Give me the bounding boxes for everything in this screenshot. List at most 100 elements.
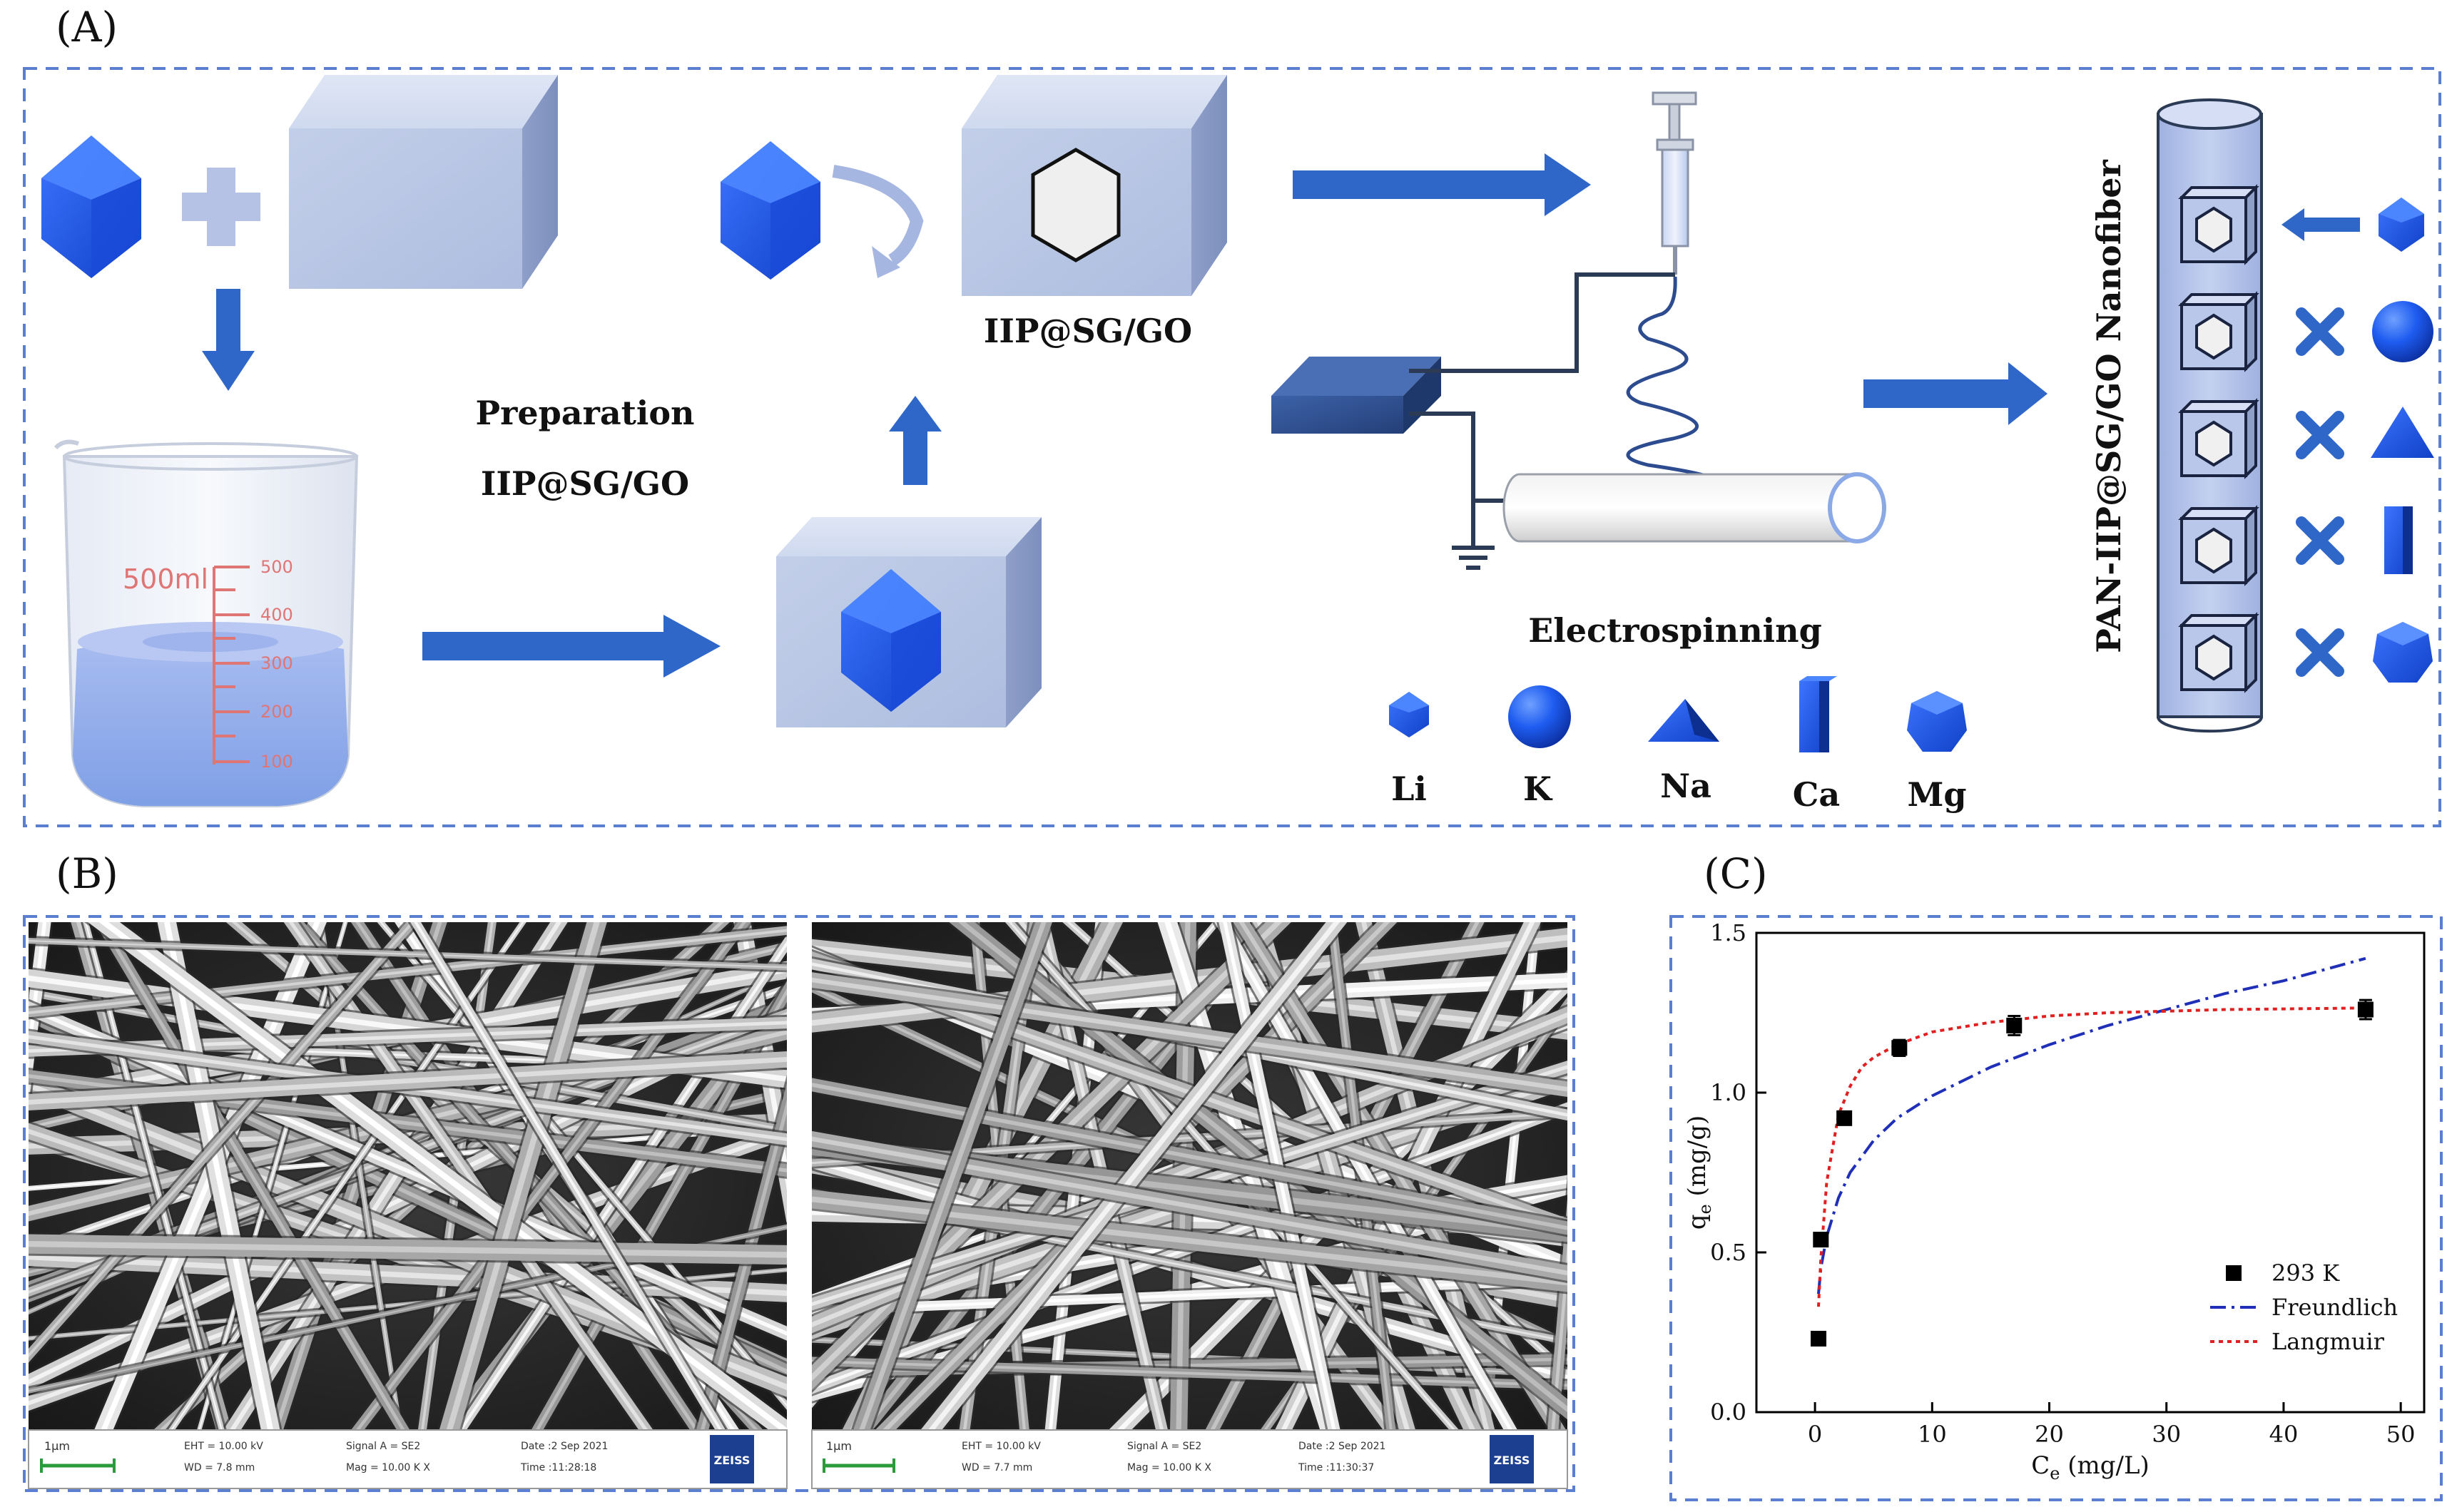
zeiss-brand-1: ZEISS [714, 1454, 751, 1467]
panel-c-label: (C) [1704, 849, 1768, 898]
mg-ion-icon [1907, 691, 1967, 752]
sem-info-bar-1: 1μm EHT = 10.00 kV WD = 7.8 mm Signal A … [28, 1429, 788, 1489]
sem-image-2 [812, 922, 1567, 1430]
nanofiber-label: PAN-IIP@SG/GO Nanofiber [2090, 160, 2128, 653]
x-tick-label: 20 [2035, 1421, 2064, 1448]
x-tick-label: 30 [2152, 1421, 2181, 1448]
y-tick-label: 0.5 [1710, 1239, 1746, 1266]
data-point [2357, 1001, 2374, 1018]
y-axis-label-sub: e [1695, 1204, 1715, 1214]
arrow-up-icon [889, 396, 942, 485]
sem-eht-2: EHT = 10.00 kV [962, 1441, 1041, 1452]
legend-label: 293 K [2272, 1260, 2340, 1287]
sem-image-1 [29, 922, 787, 1430]
panel-a-label: (A) [56, 3, 118, 51]
data-point [1891, 1040, 1908, 1056]
sem-info-bar-2: 1μm EHT = 10.00 kV WD = 7.7 mm Signal A … [811, 1429, 1568, 1489]
mg-ion-rejected-icon [2373, 622, 2433, 683]
x-axis-label-main: C [2031, 1451, 2050, 1480]
sem-time-2: Time :11:30:37 [1298, 1462, 1374, 1473]
na-ion-icon [1648, 699, 1719, 742]
imprinted-site-icon [2178, 291, 2259, 372]
panel-b-label: (B) [56, 849, 118, 898]
product-label: IIP@SG/GO [984, 312, 1192, 350]
sem-mag-1: Mag = 10.00 K X [346, 1462, 430, 1473]
electrospinning-apparatus-icon [1271, 91, 1886, 570]
legend-marker [2226, 1265, 2242, 1281]
arrow-to-electrospinning-icon [1293, 153, 1591, 216]
k-ion-icon [1508, 685, 1571, 748]
beaker-tick-500: 500 [260, 557, 293, 577]
sem-wd-1: WD = 7.8 mm [184, 1462, 255, 1473]
y-axis-label: qe (mg/g) [1683, 1115, 1715, 1230]
sem-wd-2: WD = 7.7 mm [962, 1462, 1032, 1473]
released-ion-gem-icon [721, 141, 820, 280]
y-tick-label: 0.0 [1710, 1399, 1746, 1426]
y-axis-label-main: q [1683, 1215, 1711, 1230]
sem-signal-1: Signal A = SE2 [346, 1441, 420, 1452]
beaker-tick-400: 400 [260, 605, 293, 625]
arrow-right-icon [422, 615, 721, 678]
beaker-tick-100: 100 [260, 752, 293, 772]
li-ion-icon [1389, 692, 1429, 737]
ion-imprinted-cube-icon [962, 75, 1227, 296]
data-point [1811, 1330, 1827, 1347]
zeiss-logo-1 [710, 1435, 754, 1483]
panel-a-frame [23, 67, 2441, 827]
legend-label: Langmuir [2272, 1328, 2385, 1355]
y-axis-label-unit: (mg/g) [1683, 1115, 1711, 1205]
x-axis-label: Ce (mg/L) [2031, 1451, 2150, 1483]
reject-x-icon [2296, 516, 2344, 565]
li-ion-selected-icon [2379, 198, 2424, 252]
na-ion-rejected-icon [2371, 407, 2434, 458]
x-axis-label-sub: e [2050, 1464, 2060, 1483]
template-cube-icon [289, 75, 558, 289]
x-tick-label: 0 [1808, 1421, 1822, 1448]
sem-signal-2: Signal A = SE2 [1127, 1441, 1201, 1452]
arrow-down-icon [202, 289, 255, 391]
beaker-icon: 500ml 500 400 300 200 100 [54, 439, 359, 807]
ca-ion-icon [1799, 676, 1837, 752]
legend-label: Freundlich [2272, 1294, 2398, 1321]
zeiss-logo-2 [1490, 1435, 1534, 1483]
legend-entry: Langmuir [2210, 1328, 2385, 1355]
ca-ion-rejected-icon [2384, 506, 2413, 574]
ion-label-na: Na [1660, 767, 1711, 805]
ion-label-mg: Mg [1907, 775, 1966, 814]
ion-label-k: K [1523, 770, 1553, 808]
sem-eht-1: EHT = 10.00 kV [184, 1441, 263, 1452]
arrow-to-nanofiber-icon [1863, 362, 2047, 425]
zeiss-brand-2: ZEISS [1494, 1454, 1530, 1467]
preparation-label: Preparation [476, 394, 695, 432]
reject-x-icon [2296, 411, 2344, 459]
curved-arrow-icon [832, 165, 924, 278]
ion-label-ca: Ca [1793, 775, 1840, 814]
reject-x-icon [2296, 628, 2344, 677]
beaker-tick-300: 300 [260, 653, 293, 673]
plot-area-frame [1755, 931, 2426, 1414]
k-ion-rejected-icon [2372, 301, 2433, 362]
panel-b-frame [23, 915, 1575, 1492]
data-point [1836, 1110, 1853, 1126]
reject-x-icon [2296, 307, 2344, 356]
beaker-volume: 500ml [123, 563, 208, 595]
sem-scale-1: 1μm [44, 1439, 70, 1453]
sem-date-1: Date :2 Sep 2021 [521, 1441, 608, 1452]
sem-date-2: Date :2 Sep 2021 [1298, 1441, 1385, 1452]
imprinted-site-icon [2178, 505, 2259, 586]
x-tick-label: 40 [2269, 1421, 2299, 1448]
legend-entry: Freundlich [2210, 1294, 2398, 1321]
beaker-tick-200: 200 [260, 702, 293, 722]
ion-gem-icon [41, 136, 141, 278]
legend-entry: 293 K [2226, 1260, 2340, 1287]
data-point [1813, 1232, 1829, 1248]
x-tick-label: 10 [1918, 1421, 1947, 1448]
imprinted-site-icon [2178, 184, 2259, 265]
ion-label-li: Li [1391, 770, 1427, 808]
imprinted-site-icon [2178, 398, 2259, 479]
x-tick-label: 50 [2386, 1421, 2416, 1448]
sem-time-1: Time :11:28:18 [520, 1462, 596, 1473]
plus-icon [182, 168, 260, 246]
